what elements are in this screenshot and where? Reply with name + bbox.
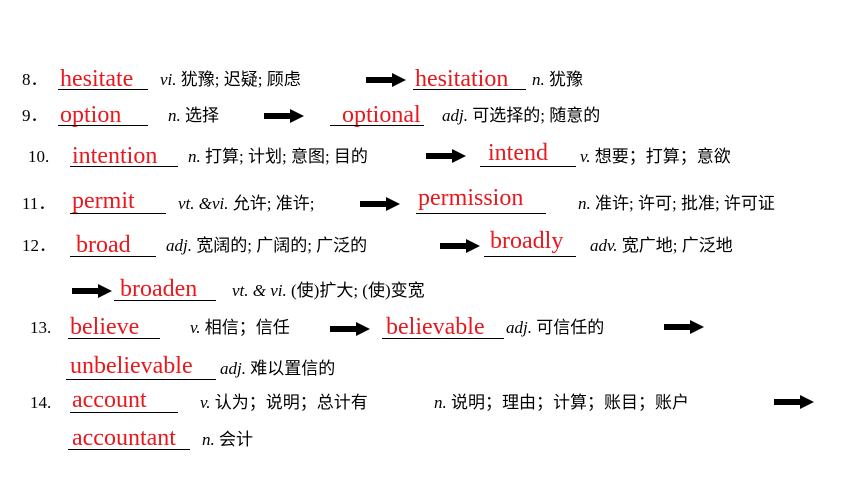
blank-line [68,449,190,450]
definition: v. 相信；信任 [190,318,290,337]
item-number: 13. [30,318,52,337]
blank-line [66,379,216,380]
arrow-icon [440,239,480,253]
derived-word: optional [342,102,421,128]
blank-line [70,256,156,257]
item-number: 12． [22,236,56,255]
blank-line [58,125,148,126]
definition: adv. 宽广地; 广泛地 [590,236,733,255]
blank-line [330,125,424,126]
answer-word: permit [72,188,135,214]
answer-word: intention [72,143,158,169]
definition: n. 会计 [202,430,253,449]
arrow-icon [774,395,814,409]
definition: adj. 可信任的 [506,318,605,337]
definition: n. 说明；理由；计算；账目；账户 [434,393,689,412]
blank-line [382,338,504,339]
item-number: 8． [22,70,48,89]
derived-word: unbelievable [70,353,193,379]
blank-line [416,213,546,214]
blank-line [68,338,160,339]
blank-line [58,89,148,90]
derived-word: broadly [490,228,564,254]
answer-word: believe [70,314,140,340]
derived-word: intend [488,140,548,166]
item-number: 9． [22,106,48,125]
blank-line [70,166,178,167]
blank-line [484,256,576,257]
blank-line [413,89,526,90]
definition: v. 认为；说明；总计有 [200,393,368,412]
definition: v. 想要；打算；意欲 [580,147,731,166]
derived-word: hesitation [415,66,509,92]
derived-word: permission [418,185,524,211]
definition: vi. 犹豫; 迟疑; 顾虑 [160,70,301,89]
definition: vt. &vi. 允许; 准许; [178,194,315,213]
blank-line [70,213,166,214]
arrow-icon [426,149,466,163]
arrow-icon [664,320,704,334]
definition: n. 准许; 许可; 批准; 许可证 [578,194,775,213]
answer-word: option [60,102,122,128]
blank-line [480,166,576,167]
arrow-icon [330,322,370,336]
definition: adj. 宽阔的; 广阔的; 广泛的 [166,236,368,255]
definition: adj. 难以置信的 [220,359,336,378]
definition: n. 犹豫 [532,70,583,89]
derived-word: believable [386,314,485,340]
arrow-icon [264,109,304,123]
derived-word: broaden [120,276,198,302]
answer-word: hesitate [60,66,134,92]
arrow-icon [72,284,112,298]
answer-word: account [72,387,147,413]
arrow-icon [366,73,406,87]
blank-line [114,300,216,301]
derived-word: accountant [72,425,176,451]
definition: vt. & vi. (使)扩大; (使)变宽 [232,281,425,300]
blank-line [70,412,178,413]
definition: n. 打算; 计划; 意图; 目的 [188,147,368,166]
definition: adj. 可选择的; 随意的 [442,106,601,125]
definition: n. 选择 [168,106,219,125]
item-number: 10. [28,147,50,166]
answer-word: broad [76,232,131,258]
item-number: 11． [22,194,56,213]
item-number: 14. [30,393,52,412]
arrow-icon [360,197,400,211]
